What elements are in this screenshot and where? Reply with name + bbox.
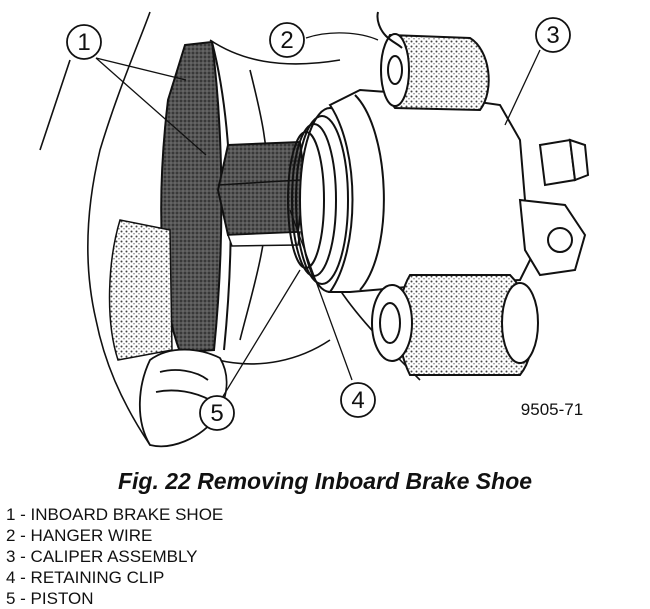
callouts: 1 2 3 4 5	[66, 17, 571, 431]
callout-1: 1	[66, 24, 102, 60]
callout-2: 2	[269, 22, 305, 58]
svg-text:4: 4	[351, 387, 364, 414]
figure-number: 9505-71	[521, 400, 583, 419]
legend-item: 1 - INBOARD BRAKE SHOE	[6, 505, 224, 524]
svg-text:1: 1	[77, 29, 90, 56]
svg-text:2: 2	[280, 27, 293, 54]
svg-text:3: 3	[546, 22, 559, 49]
legend: 1 - INBOARD BRAKE SHOE 2 - HANGER WIRE 3…	[6, 504, 223, 609]
rotor	[108, 40, 232, 361]
legend-item: 5 - PISTON	[6, 589, 94, 608]
legend-item: 4 - RETAINING CLIP	[6, 568, 165, 587]
caliper-assembly	[328, 33, 590, 376]
brake-diagram: 1 2 3 4 5 9505-71	[39, 11, 590, 448]
callout-4: 4	[340, 382, 376, 418]
hanger-wire	[376, 11, 403, 49]
callout-3: 3	[535, 17, 571, 53]
leader-lines	[95, 32, 541, 399]
svg-text:5: 5	[210, 400, 223, 427]
legend-item: 3 - CALIPER ASSEMBLY	[6, 547, 198, 566]
piston	[287, 107, 361, 293]
callout-5: 5	[199, 395, 235, 431]
legend-item: 2 - HANGER WIRE	[6, 526, 153, 545]
figure-caption: Fig. 22 Removing Inboard Brake Shoe	[117, 468, 533, 494]
